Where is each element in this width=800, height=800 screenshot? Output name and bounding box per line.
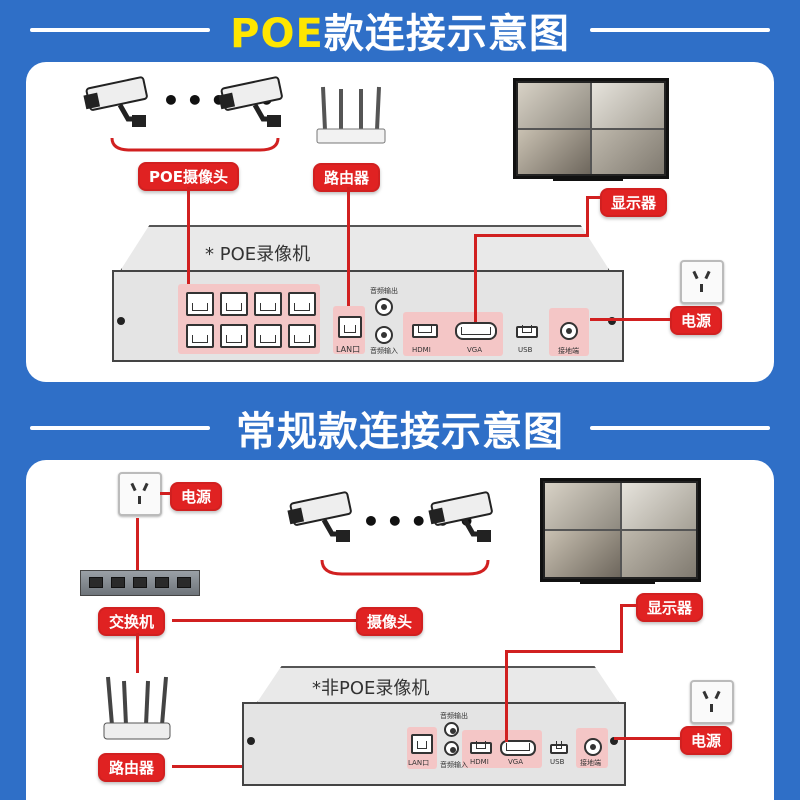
screw (117, 317, 125, 325)
audio-out-label: 音频输出 (440, 712, 468, 720)
poe-port[interactable] (288, 292, 316, 316)
monitor-icon (540, 478, 701, 582)
line-power (614, 737, 680, 740)
line-vga (474, 234, 477, 322)
camera-icon (287, 491, 352, 542)
nvr1-title: * POE录像机 (205, 244, 311, 265)
camera-bracket (320, 559, 490, 576)
title-rule-right (590, 28, 770, 32)
line-vga (505, 650, 508, 742)
line-monitor-h2 (505, 650, 623, 653)
hdmi-label: HDMI (412, 346, 431, 354)
nvr2-top (256, 666, 620, 704)
screw (247, 737, 255, 745)
label-monitor: 显示器 (600, 188, 668, 217)
line-switch-router (136, 633, 139, 673)
outlet-icon (680, 260, 724, 304)
audio-in-jack[interactable] (444, 741, 459, 756)
usb-label: USB (550, 758, 565, 766)
ground-label: 接地端 (580, 759, 601, 767)
router-icon (316, 86, 386, 144)
line-monitor-h2 (474, 234, 589, 237)
poe-port[interactable] (186, 324, 214, 348)
line-monitor-h (620, 604, 638, 607)
vga-label: VGA (467, 346, 483, 354)
title-rule-left (30, 28, 210, 32)
lan-port-label: LAN口 (336, 345, 361, 354)
audio-in-label: 音频输入 (370, 347, 398, 355)
label-router: 路由器 (98, 753, 166, 782)
audio-out-jack[interactable] (444, 722, 459, 737)
audio-out-label: 音频输出 (370, 287, 398, 295)
audio-in-label: 音频输入 (440, 761, 468, 769)
label-camera: 摄像头 (356, 607, 424, 636)
vga-port[interactable] (500, 740, 536, 756)
switch-icon (80, 570, 200, 596)
ground-label: 接地端 (558, 347, 579, 355)
hdmi-port[interactable] (470, 741, 492, 754)
line-switch-camera (172, 619, 358, 622)
label-monitor: 显示器 (636, 593, 704, 622)
monitor-stand (580, 579, 655, 584)
screw (610, 737, 618, 745)
poe-port[interactable] (220, 292, 248, 316)
poe-port[interactable] (288, 324, 316, 348)
line-monitor-h (586, 196, 600, 199)
line-camera-nvr (187, 187, 190, 284)
camera-bracket (110, 137, 280, 152)
line-monitor-v (586, 196, 589, 236)
title-rule-right (590, 426, 770, 430)
router-icon (103, 676, 171, 740)
line-power-switch (136, 518, 139, 570)
usb-port[interactable] (550, 741, 568, 754)
line-router-nvr (347, 187, 350, 306)
vga-label: VGA (508, 758, 524, 766)
ground-terminal[interactable] (584, 738, 602, 756)
label-power-switch: 电源 (170, 482, 223, 511)
poe-port[interactable] (254, 324, 282, 348)
audio-out-jack[interactable] (375, 298, 393, 316)
line-outlet (160, 492, 172, 495)
poe-port[interactable] (220, 324, 248, 348)
camera-icon (83, 76, 148, 127)
outlet-icon (118, 472, 162, 516)
monitor-icon (513, 78, 669, 179)
title-rule-left (30, 426, 210, 430)
usb-label: USB (518, 346, 533, 354)
lan-port[interactable] (411, 734, 433, 754)
line-power (590, 318, 670, 321)
section2-title: 常规款连接示意图 (236, 409, 564, 455)
nvr2-title: *非POE录像机 (312, 678, 430, 699)
lan-port[interactable] (338, 316, 362, 338)
ground-terminal[interactable] (560, 322, 578, 340)
camera-icon (218, 76, 283, 127)
camera-icon (428, 491, 493, 542)
section2-header: 常规款连接示意图 (0, 398, 800, 458)
hdmi-port[interactable] (412, 324, 438, 338)
poe-port[interactable] (186, 292, 214, 316)
hdmi-label: HDMI (470, 758, 489, 766)
usb-port[interactable] (516, 325, 538, 338)
label-power: 电源 (680, 726, 733, 755)
poe-port[interactable] (254, 292, 282, 316)
screw (608, 317, 616, 325)
outlet-icon (690, 680, 734, 724)
audio-in-jack[interactable] (375, 326, 393, 344)
monitor-stand (553, 176, 623, 181)
section1-header: POE款连接示意图 (0, 0, 800, 60)
label-switch: 交换机 (98, 607, 166, 636)
label-power: 电源 (670, 306, 723, 335)
line-monitor-v (620, 604, 623, 652)
nvr1-top (120, 225, 610, 271)
vga-port[interactable] (455, 322, 497, 340)
section1-title: POE款连接示意图 (230, 11, 570, 57)
lan-port-label: LAN口 (408, 759, 430, 767)
label-router: 路由器 (313, 163, 381, 192)
